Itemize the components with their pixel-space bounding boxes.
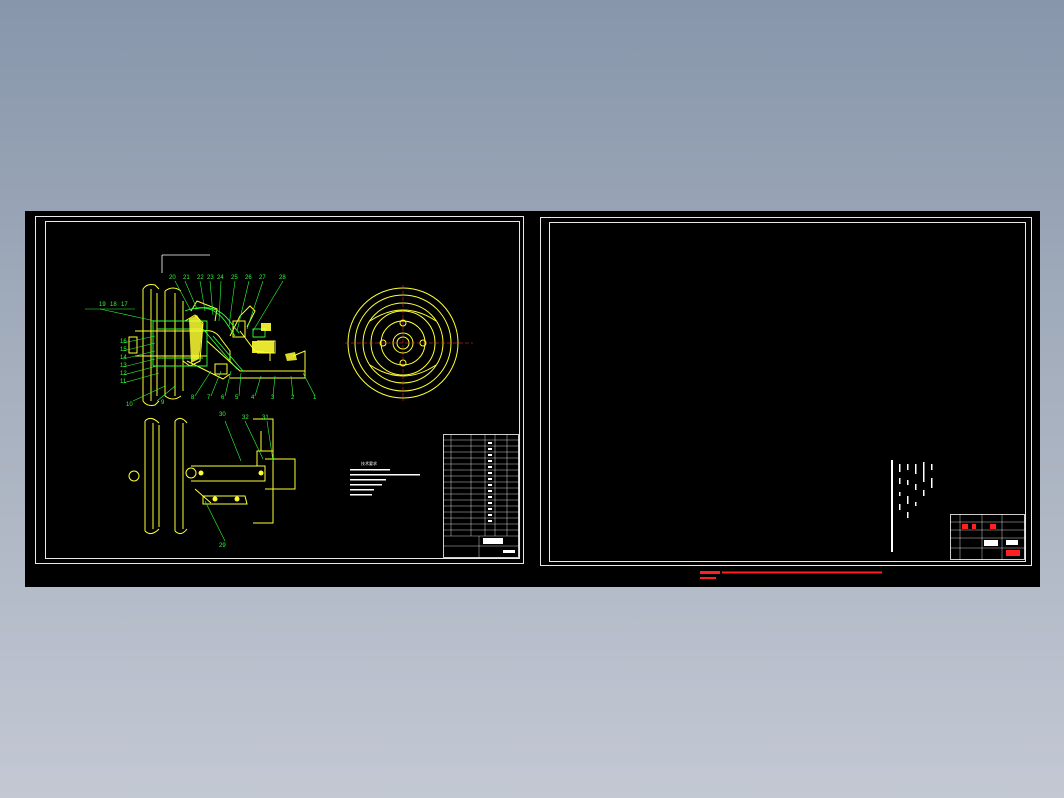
balloon-24: 24 [217,275,224,281]
balloon-1: 1 [313,395,317,401]
balloon-5: 5 [235,395,239,401]
balloon-4: 4 [251,395,255,401]
balloon-12: 12 [120,371,127,377]
balloon-10: 10 [126,402,133,408]
balloon-13: 13 [120,363,127,369]
balloon-2: 2 [291,395,295,401]
balloon-30: 30 [219,412,226,418]
balloon-11: 11 [120,379,127,385]
balloon-9: 9 [161,400,165,406]
balloon-15: 15 [120,347,127,353]
balloon-7: 7 [207,395,211,401]
title-block-icon [443,434,519,558]
right-sheet-notes [891,460,933,552]
balloon-23: 23 [207,275,214,281]
balloon-19: 19 [99,302,106,308]
balloon-14: 14 [120,355,127,361]
right-title-block [950,514,1025,560]
balloon-16: 16 [120,339,127,345]
balloon-29: 29 [219,543,226,549]
left-sheet-inner-frame [45,221,520,559]
assembly-drawing-icon: 技术要求 [85,254,473,542]
right-sheet-red-note [700,571,882,579]
svg-text:技术要求: 技术要求 [361,460,377,466]
balloon-6: 6 [221,395,225,401]
balloon-8: 8 [191,395,195,401]
right-sheet-inner-frame [549,222,1026,562]
balloon-3: 3 [271,395,275,401]
balloon-28: 28 [279,275,286,281]
balloon-31: 31 [262,415,269,421]
balloon-18: 18 [110,302,117,308]
balloon-26: 26 [245,275,252,281]
cad-model-space[interactable]: 技术要求 20 21 22 23 24 25 26 27 28 19 18 17… [25,211,1040,587]
balloon-20: 20 [169,275,176,281]
balloon-17: 17 [121,302,128,308]
balloon-32: 32 [242,415,249,421]
right-sheet-outer-frame [540,217,1032,566]
balloon-25: 25 [231,275,238,281]
balloon-22: 22 [197,275,204,281]
balloon-21: 21 [183,275,190,281]
left-sheet-outer-frame [35,216,524,564]
balloon-27: 27 [259,275,266,281]
